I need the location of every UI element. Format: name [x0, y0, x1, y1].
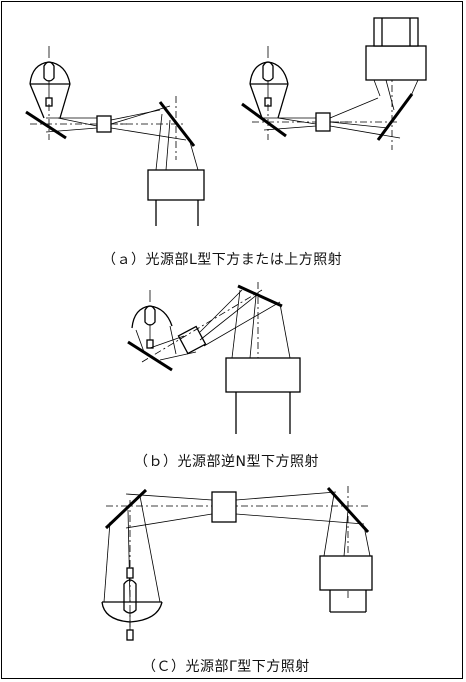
mirror-icon	[241, 102, 287, 138]
diagram-a-left	[25, 46, 205, 226]
diagram-b	[127, 282, 301, 434]
lamp-icon	[29, 46, 71, 107]
lamp-icon	[249, 46, 289, 107]
left-mirror-icon	[104, 488, 148, 530]
fold-mirror-icon	[237, 284, 283, 308]
relay-lens-icon	[211, 491, 237, 523]
fold-mirror-icon	[158, 101, 196, 147]
diagram-c	[101, 486, 373, 641]
caption-a: （ａ）光源部L型下方または上方照射	[102, 252, 343, 268]
projection-lens-icon	[225, 357, 301, 393]
relay-lens-icon	[96, 115, 112, 133]
mirror-icon	[127, 340, 173, 372]
projection-lens-icon	[147, 169, 205, 201]
mirror-icon	[25, 110, 67, 140]
projection-lens-icon	[319, 555, 373, 591]
lamp-icon	[131, 290, 173, 349]
fold-mirror-icon	[376, 93, 414, 141]
caption-b: （ｂ）光源部逆N型下方照射	[134, 454, 319, 470]
caption-c: （Ｃ）光源部Γ型下方照射	[142, 659, 310, 675]
lamp-icon	[101, 567, 163, 641]
diagram-a-right	[241, 17, 427, 150]
projection-lens-icon	[365, 45, 427, 81]
relay-lens-icon	[177, 325, 207, 355]
relay-lens-icon	[315, 112, 331, 132]
